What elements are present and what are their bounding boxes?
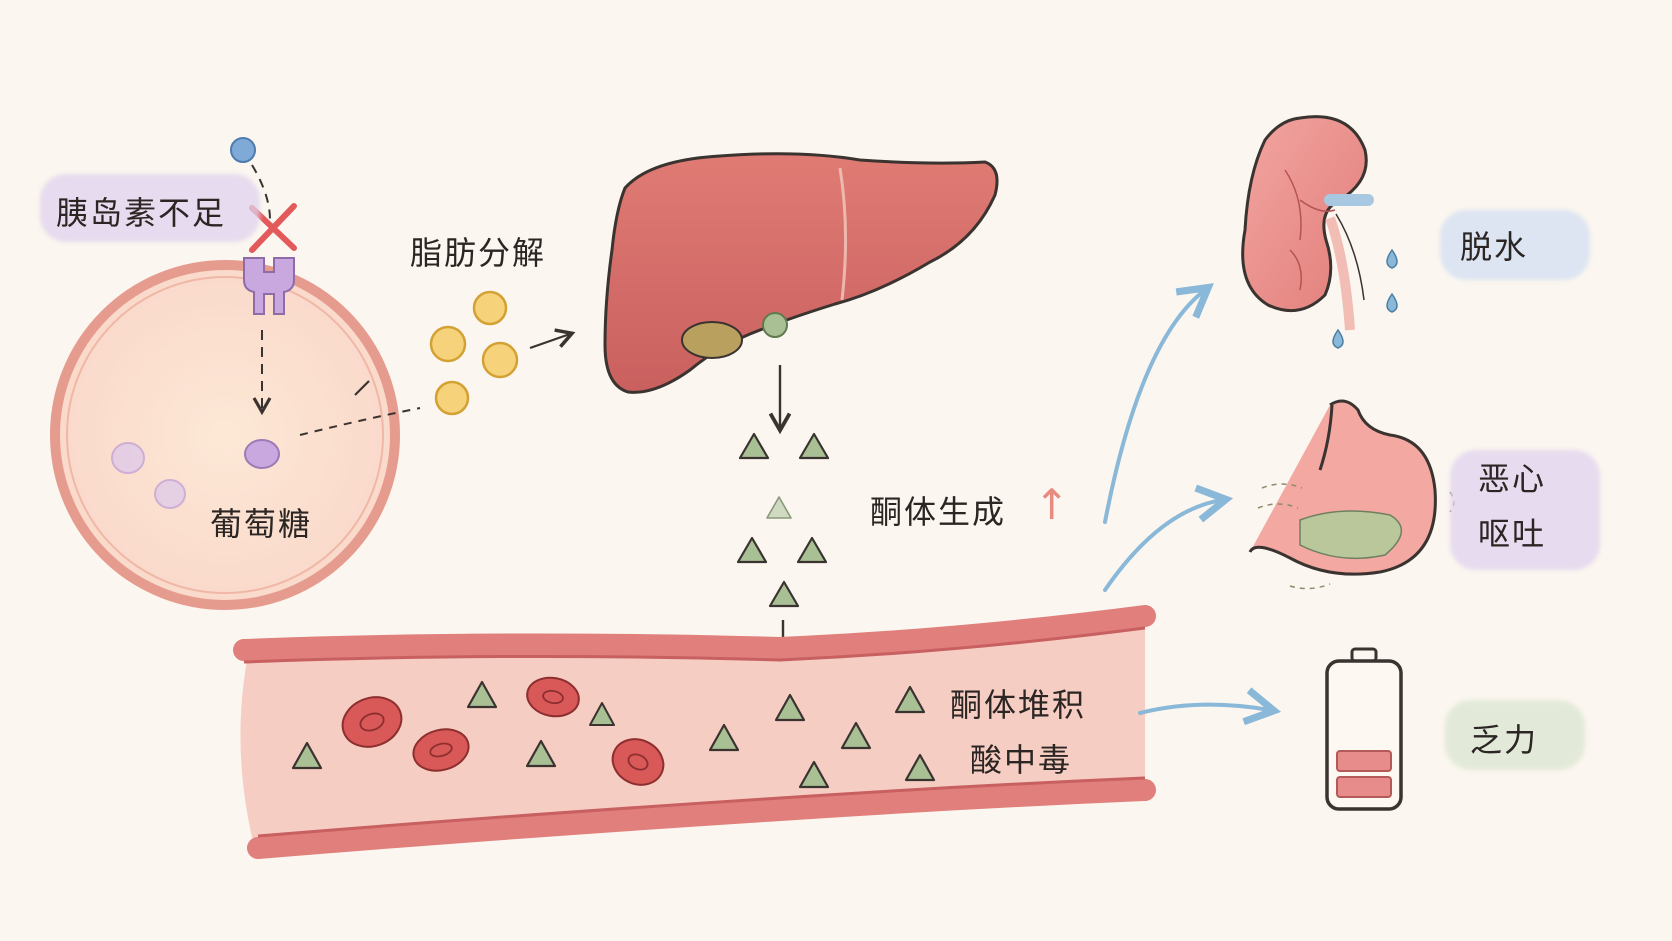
glucose-molecule-faded	[154, 479, 186, 509]
ketone-triangle	[736, 536, 768, 564]
label-nausea: 恶心	[1478, 460, 1547, 498]
red-blood-cell	[341, 696, 403, 748]
arrow-to-battery	[1138, 687, 1282, 726]
red-blood-cell	[526, 676, 580, 718]
label-ketone-accumulation: 酮体堆积	[950, 686, 1087, 724]
ketone-triangle	[466, 680, 498, 709]
up-arrow-icon: ↑	[1034, 480, 1072, 529]
red-blood-cells	[341, 676, 665, 786]
red-blood-cell	[412, 728, 470, 772]
stomach	[1248, 399, 1455, 590]
water-drop	[1386, 292, 1398, 313]
water-drop	[1386, 248, 1398, 269]
ketone-stream	[736, 432, 830, 685]
battery-icon	[1325, 647, 1403, 811]
fat-droplets	[299, 290, 576, 436]
liver	[603, 152, 999, 435]
ketone-triangle	[291, 741, 323, 770]
ketone-triangle	[904, 753, 936, 782]
ketone-triangle	[708, 723, 740, 752]
fat-droplet	[429, 325, 467, 363]
wash-nausea	[1450, 450, 1600, 570]
arrow-to-stomach	[1103, 484, 1234, 592]
ketone-triangle	[796, 536, 828, 564]
insulin-receptor	[243, 257, 295, 315]
label-acidosis: 酸中毒	[970, 741, 1073, 779]
battery-level-bar	[1336, 750, 1392, 772]
label-fat-breakdown: 脂肪分解	[410, 234, 547, 272]
ketone-triangle	[774, 693, 806, 722]
label-vomiting: 呕吐	[1478, 515, 1547, 553]
motion-lines	[1257, 483, 1455, 590]
label-dehydration: 脱水	[1460, 228, 1529, 266]
insulin-blocked	[230, 137, 297, 416]
water-drop	[1332, 328, 1344, 349]
ketone-triangle	[766, 496, 792, 519]
glucose-molecule-faded	[111, 442, 145, 474]
wash-insulin	[40, 174, 260, 242]
fat-droplet	[434, 380, 470, 416]
cell	[50, 260, 400, 610]
ketone-triangle	[798, 432, 830, 460]
liver-output-dot	[762, 312, 788, 338]
label-fatigue: 乏力	[1470, 721, 1539, 759]
ketone-triangle	[894, 685, 926, 714]
battery-level-bar	[1336, 776, 1392, 798]
ketone-triangle	[738, 432, 770, 460]
wash-fatigue	[1445, 700, 1585, 770]
insulin-molecule	[230, 137, 256, 163]
flow-arrows	[1103, 283, 1282, 726]
ketone-triangle	[798, 760, 830, 789]
fat-droplet	[472, 290, 508, 326]
red-blood-cell	[611, 738, 665, 786]
kidney	[1241, 115, 1398, 349]
arrow-to-kidney	[1103, 283, 1214, 524]
vessel-ketones	[291, 680, 936, 789]
label-ketone-production: 酮体生成	[870, 493, 1007, 531]
ketone-triangle	[589, 702, 615, 726]
glucose-molecule	[244, 439, 280, 469]
gallbladder	[681, 321, 743, 359]
fat-droplet	[481, 341, 519, 379]
ketone-triangle	[525, 739, 557, 768]
label-glucose: 葡萄糖	[210, 505, 313, 543]
wash-dehydration	[1440, 210, 1590, 280]
ketone-triangle	[840, 721, 872, 750]
label-insulin-deficiency: 胰岛素不足	[56, 194, 227, 232]
ketone-triangle	[768, 580, 800, 608]
blood-vessel	[233, 605, 1156, 859]
glucose-molecules	[111, 439, 280, 509]
